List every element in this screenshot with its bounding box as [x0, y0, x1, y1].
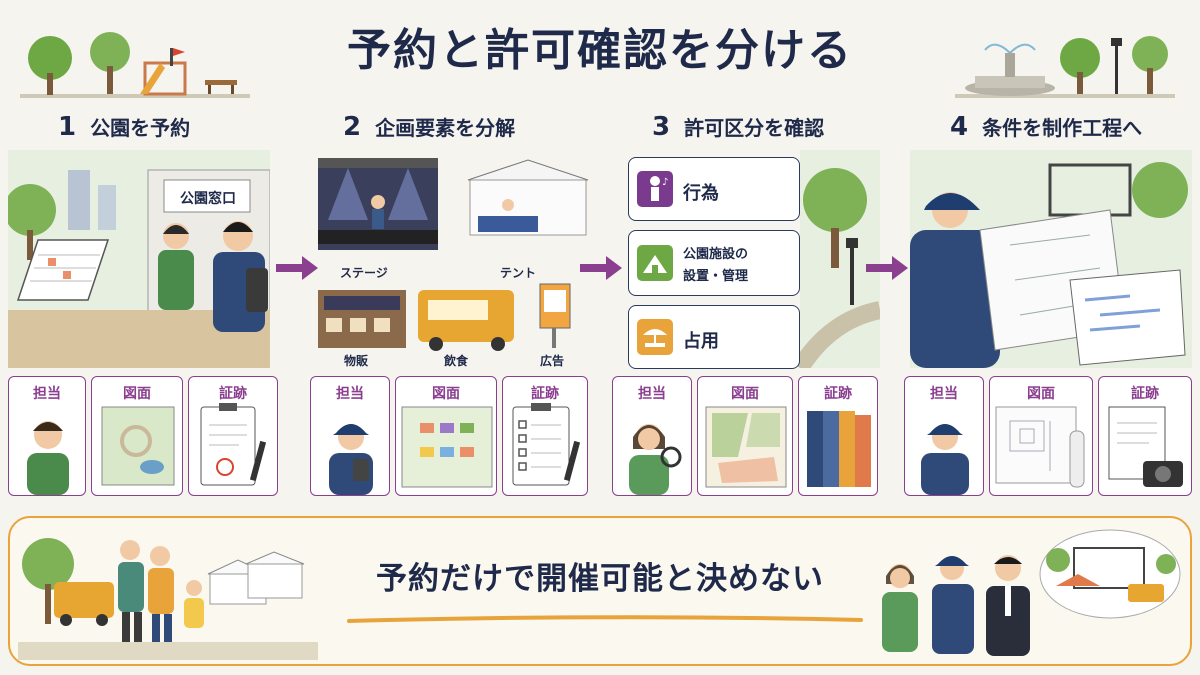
umbrella-bench-icon	[637, 319, 673, 355]
element-label-stage: ステージ	[340, 266, 388, 280]
reservation-counter-scene: 公園窓口	[8, 150, 270, 368]
card-staff-2: 担当	[310, 376, 390, 496]
page-title: 予約と許可確認を分ける	[347, 25, 853, 76]
tent-icon	[637, 245, 673, 281]
staff-avatar	[329, 424, 373, 495]
element-label-merch: 物販	[344, 354, 369, 368]
card-staff-1: 担当	[8, 376, 86, 496]
card-evidence-3: 証跡	[798, 376, 878, 496]
event-elements-scene: ステージ テント 物販 飲食 広告	[318, 150, 590, 368]
park-fountain-illustration	[955, 36, 1175, 98]
card-evidence-4: 証跡	[1098, 376, 1192, 496]
review-team-illustration	[882, 529, 1181, 656]
category-facility: 公園施設の 設置・管理	[628, 230, 800, 296]
camera-document-icon	[1108, 406, 1183, 487]
svg-text:♪: ♪	[662, 177, 668, 188]
card-drawing-2: 図面	[395, 376, 497, 496]
card-drawing-3: 図面	[697, 376, 793, 496]
arrow-right-icon	[580, 256, 622, 280]
category-occupancy: 占用	[628, 305, 800, 369]
zoning-map-icon	[705, 406, 787, 488]
arrow-right-icon	[276, 256, 318, 280]
arrow-right-icon	[866, 256, 908, 280]
staff-avatar	[629, 424, 682, 495]
staff-avatar	[921, 424, 969, 495]
element-label-food: 飲食	[444, 354, 469, 368]
clipboard-stamp-icon	[200, 403, 267, 486]
counter-sign: 公園窓口	[180, 191, 236, 207]
checklist-icon	[512, 403, 581, 486]
card-drawing-1: 図面	[91, 376, 183, 496]
element-label-ad: 広告	[540, 354, 565, 368]
card-staff-3: 担当	[612, 376, 692, 496]
staff-avatar	[27, 421, 69, 495]
card-evidence-1: 証跡	[188, 376, 278, 496]
production-planning-scene	[910, 150, 1192, 368]
blueprint-icon	[995, 406, 1085, 488]
category-act: ♪ 行為	[628, 157, 800, 221]
layout-map-icon	[401, 406, 493, 488]
park-map-icon	[101, 406, 175, 486]
performer-icon: ♪	[637, 171, 673, 207]
element-label-tent: テント	[500, 266, 537, 280]
park-playground-illustration	[20, 32, 250, 98]
visitors-park-illustration	[18, 538, 318, 660]
permit-categories-scene	[610, 150, 880, 368]
card-evidence-2: 証跡	[502, 376, 588, 496]
card-staff-4: 担当	[904, 376, 984, 496]
highlight-underline	[347, 615, 863, 623]
card-drawing-4: 図面	[989, 376, 1093, 496]
conclusion-text: 予約だけで開催可能と決めない	[376, 561, 824, 597]
binders-icon	[807, 411, 871, 487]
